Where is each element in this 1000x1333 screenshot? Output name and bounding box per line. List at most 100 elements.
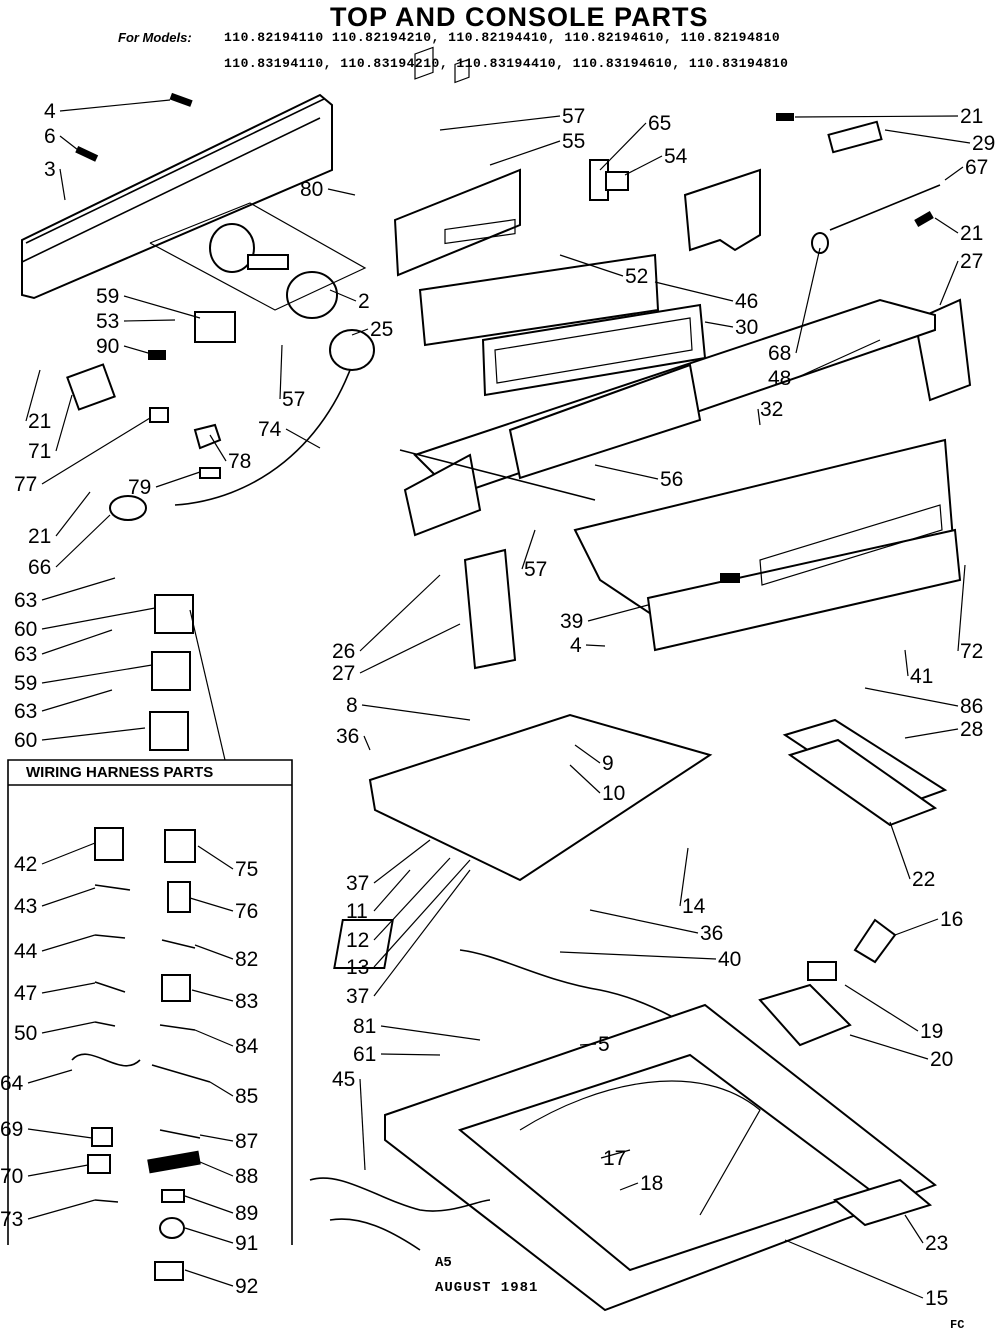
part-label-73: 73 <box>0 1208 23 1231</box>
part-53 <box>194 311 236 343</box>
part-label-63: 63 <box>14 700 37 723</box>
part-label-55: 55 <box>562 130 585 153</box>
relay-group-line <box>189 609 226 761</box>
leader-line-6 <box>59 135 79 151</box>
timer-assembly <box>209 223 338 319</box>
page-mark: FC <box>950 1318 965 1332</box>
part-label-37: 37 <box>346 872 369 895</box>
screw-part-6 <box>75 146 99 162</box>
leader-line-53 <box>123 319 176 322</box>
relay-part-59 <box>151 651 191 691</box>
circuit-board <box>393 46 521 277</box>
part-label-10: 10 <box>602 782 625 805</box>
part-label-90: 90 <box>96 335 119 358</box>
switch-part-71 <box>66 363 116 411</box>
part-label-86: 86 <box>960 695 983 718</box>
leader-line-55 <box>489 140 561 166</box>
diagram-code: A5 <box>435 1255 452 1271</box>
leader-line-82 <box>194 944 234 960</box>
part-label-60: 60 <box>14 729 37 752</box>
models-label: For Models: <box>118 30 192 45</box>
leader-line-3 <box>59 168 66 201</box>
bracket-part-65 <box>683 168 761 252</box>
leader-line-84 <box>194 1029 234 1047</box>
part-label-42: 42 <box>14 853 37 876</box>
leader-line-63 <box>41 689 113 712</box>
models-list-row-2: 110.83194110, 110.83194210, 110.83194410… <box>224 56 789 71</box>
leader-line-28 <box>904 728 959 739</box>
relay-part-60-upper <box>154 594 194 634</box>
part-label-19: 19 <box>920 1020 943 1043</box>
leader-line-36 <box>589 909 699 934</box>
part-label-39: 39 <box>560 610 583 633</box>
part-label-80: 80 <box>300 178 323 201</box>
part-label-63: 63 <box>14 643 37 666</box>
leader-line-57 <box>439 115 561 131</box>
leader-line-72 <box>957 564 966 652</box>
part-label-76: 76 <box>235 900 258 923</box>
timer-group-outline <box>149 202 367 311</box>
leader-line-63 <box>41 577 116 601</box>
part-label-8: 8 <box>346 694 358 717</box>
leader-line-70 <box>27 1164 89 1177</box>
part-label-21: 21 <box>28 525 51 548</box>
leader-line-63 <box>41 629 113 655</box>
leader-line-85 <box>209 1081 234 1097</box>
hinge-part-23 <box>832 1178 933 1227</box>
part-label-47: 47 <box>14 982 37 1005</box>
control-panel <box>418 218 707 397</box>
part-16 <box>853 918 897 964</box>
part-label-59: 59 <box>14 672 37 695</box>
leader-line-80 <box>327 188 356 196</box>
top-plate <box>368 713 713 882</box>
leader-line-52 <box>559 254 624 277</box>
part-label-6: 6 <box>44 125 56 148</box>
leader-line-56 <box>594 464 659 480</box>
lamp-socket <box>811 120 941 254</box>
wiring-harness-title: WIRING HARNESS PARTS <box>26 764 214 781</box>
part-label-37: 37 <box>346 985 369 1008</box>
part-label-5: 5 <box>598 1033 610 1056</box>
leader-line-39 <box>587 604 649 622</box>
harness-parts-icons <box>71 827 211 1281</box>
part-label-3: 3 <box>44 158 56 181</box>
part-label-4: 4 <box>570 634 582 657</box>
leader-line-86 <box>864 687 959 707</box>
part-79 <box>199 467 221 479</box>
part-label-25: 25 <box>370 318 393 341</box>
leader-line-2 <box>329 289 357 302</box>
leader-line-88 <box>199 1161 234 1177</box>
part-label-85: 85 <box>235 1085 258 1108</box>
leader-line-44 <box>41 934 96 952</box>
leader-line-46 <box>654 281 734 302</box>
leader-line-90 <box>123 345 156 356</box>
tube-part-74 <box>174 339 361 506</box>
part-label-43: 43 <box>14 895 37 918</box>
part-label-83: 83 <box>235 990 258 1013</box>
screw-part-21-right <box>914 211 934 227</box>
part-labels: 4635755655421296780252212746595390255730… <box>0 100 995 1310</box>
console-side-bracket <box>399 449 596 537</box>
leader-line-36 <box>363 735 371 751</box>
leader-line-21 <box>25 369 41 422</box>
leader-line-43 <box>41 887 96 907</box>
leader-line-8 <box>361 704 471 721</box>
part-label-15: 15 <box>925 1287 948 1310</box>
leader-line-22 <box>889 821 911 880</box>
leader-line-15 <box>784 1239 924 1299</box>
part-label-59: 59 <box>96 285 119 308</box>
switch-housing <box>758 961 852 1047</box>
part-label-29: 29 <box>972 132 995 155</box>
part-label-77: 77 <box>14 473 37 496</box>
part-label-56: 56 <box>660 468 683 491</box>
part-label-57: 57 <box>282 388 305 411</box>
part-90 <box>148 350 166 360</box>
leader-line-76 <box>189 897 234 912</box>
leader-line-32 <box>757 408 761 426</box>
part-label-2: 2 <box>358 290 370 313</box>
leader-line-20 <box>849 1034 929 1060</box>
part-label-26: 26 <box>332 640 355 663</box>
leader-line-77 <box>41 417 151 485</box>
part-label-64: 64 <box>0 1072 24 1095</box>
